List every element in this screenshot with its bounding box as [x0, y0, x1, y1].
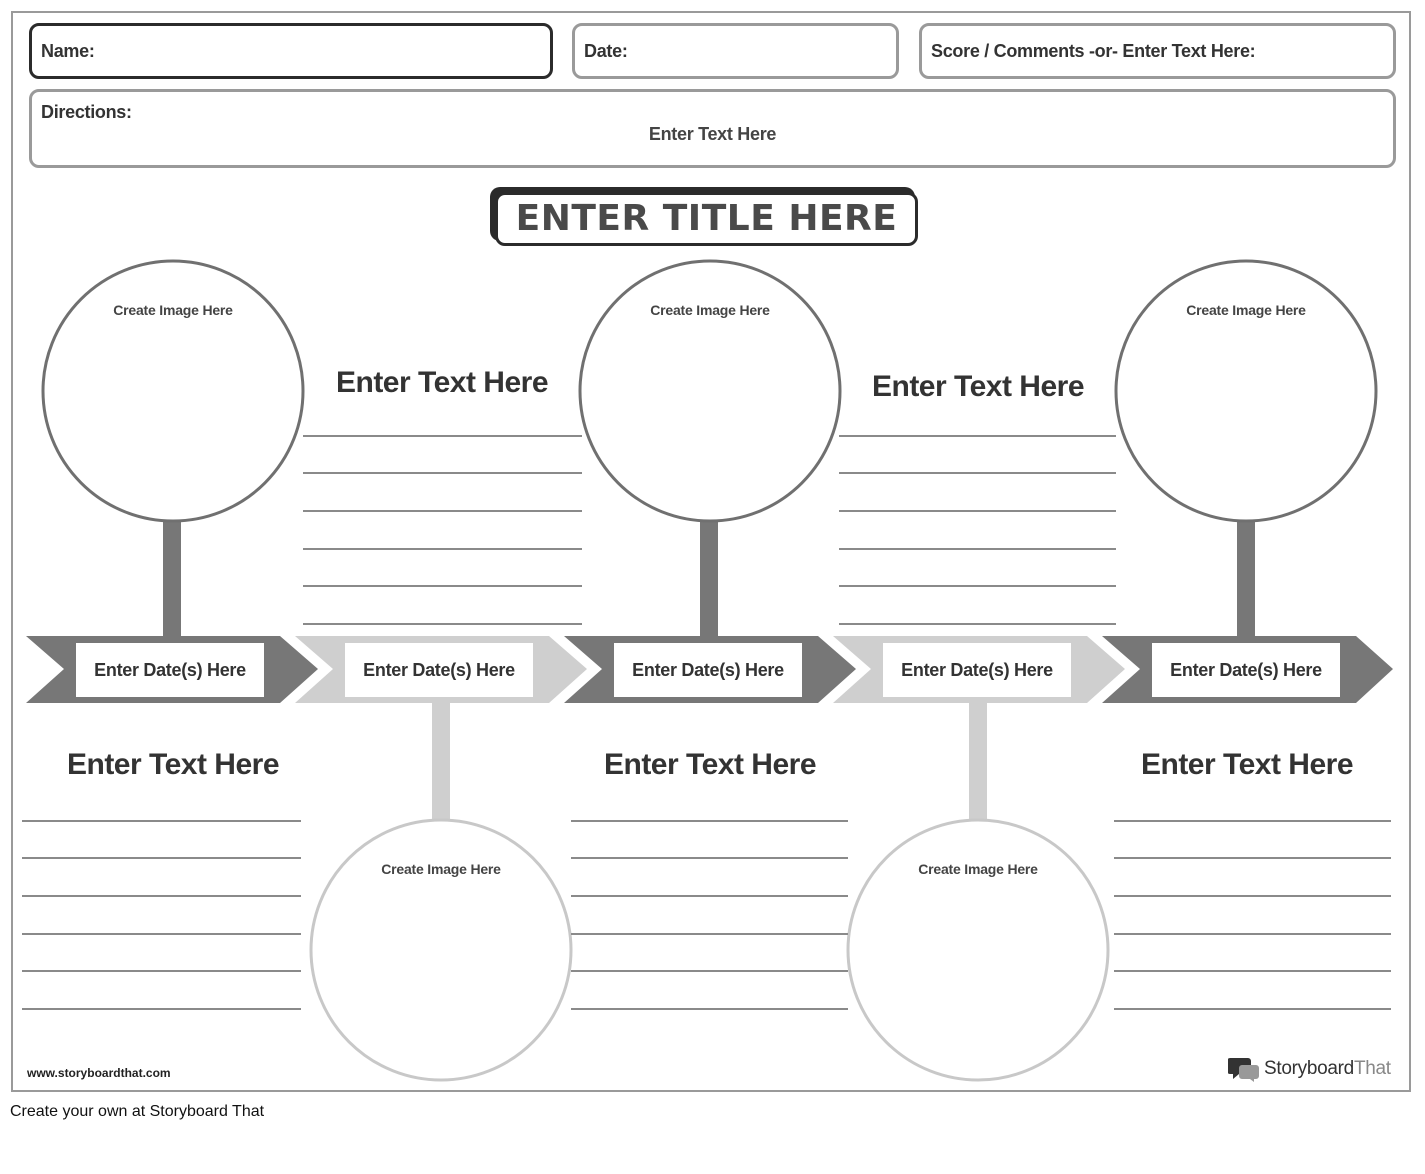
- stem-4: [969, 702, 987, 822]
- stem-5: [1237, 520, 1255, 638]
- speech-bubbles-icon: [1228, 1058, 1259, 1082]
- date-label: Date:: [584, 41, 628, 61]
- writing-lines-bottom-3: [1114, 820, 1391, 1010]
- directions-text: Enter Text Here: [648, 124, 777, 144]
- date-box-1[interactable]: Enter Date(s) Here: [76, 643, 264, 697]
- image-placeholder-2[interactable]: Create Image Here: [381, 861, 501, 877]
- date-field[interactable]: Date:: [572, 23, 899, 79]
- writing-lines-bottom-1: [22, 820, 301, 1010]
- text-heading-bottom-3[interactable]: Enter Text Here: [1140, 748, 1354, 781]
- image-placeholder-5[interactable]: Create Image Here: [1186, 302, 1306, 318]
- date-text-5: Enter Date(s) Here: [1170, 659, 1322, 680]
- directions-field[interactable]: Directions: Enter Text Here: [29, 89, 1396, 168]
- date-box-4[interactable]: Enter Date(s) Here: [883, 643, 1071, 697]
- website-link[interactable]: www.storyboardthat.com: [27, 1066, 171, 1080]
- logo-text-a: Storyboard: [1264, 1058, 1354, 1079]
- text-heading-bottom-1[interactable]: Enter Text Here: [66, 748, 280, 781]
- date-box-2[interactable]: Enter Date(s) Here: [345, 643, 533, 697]
- page-title: ENTER TITLE HERE: [515, 198, 898, 239]
- stem-3: [700, 520, 718, 638]
- image-circle-4: [846, 818, 1110, 1082]
- writing-lines-top-1: [303, 435, 582, 625]
- image-placeholder-3[interactable]: Create Image Here: [650, 302, 770, 318]
- stem-2: [432, 702, 450, 822]
- date-box-3[interactable]: Enter Date(s) Here: [614, 643, 802, 697]
- logo-text-b: That: [1353, 1058, 1391, 1079]
- image-circle-5: [1114, 259, 1378, 523]
- footer-credit[interactable]: Create your own at Storyboard That: [10, 1103, 265, 1120]
- stem-1: [163, 520, 181, 638]
- image-circle-3: [578, 259, 842, 523]
- image-placeholder-1[interactable]: Create Image Here: [113, 302, 233, 318]
- image-placeholder-4[interactable]: Create Image Here: [918, 861, 1038, 877]
- storyboardthat-logo[interactable]: StoryboardThat: [1228, 1055, 1398, 1083]
- directions-label: Directions:: [41, 102, 132, 122]
- logo-text: StoryboardThat: [1264, 1058, 1391, 1080]
- title-box[interactable]: ENTER TITLE HERE: [495, 192, 918, 246]
- image-circle-2: [309, 818, 573, 1082]
- date-box-5[interactable]: Enter Date(s) Here: [1152, 643, 1340, 697]
- text-heading-top-2[interactable]: Enter Text Here: [871, 370, 1085, 403]
- name-label: Name:: [41, 41, 95, 61]
- text-heading-top-1[interactable]: Enter Text Here: [335, 366, 549, 399]
- name-field[interactable]: Name:: [29, 23, 553, 79]
- writing-lines-top-2: [839, 435, 1116, 625]
- date-text-3: Enter Date(s) Here: [632, 659, 784, 680]
- date-text-4: Enter Date(s) Here: [901, 659, 1053, 680]
- score-field[interactable]: Score / Comments -or- Enter Text Here:: [919, 23, 1396, 79]
- score-label: Score / Comments -or- Enter Text Here:: [931, 41, 1256, 61]
- writing-lines-bottom-2: [571, 820, 848, 1010]
- text-heading-bottom-2[interactable]: Enter Text Here: [603, 748, 817, 781]
- date-text-2: Enter Date(s) Here: [363, 659, 515, 680]
- image-circle-1: [41, 259, 305, 523]
- date-text-1: Enter Date(s) Here: [94, 659, 246, 680]
